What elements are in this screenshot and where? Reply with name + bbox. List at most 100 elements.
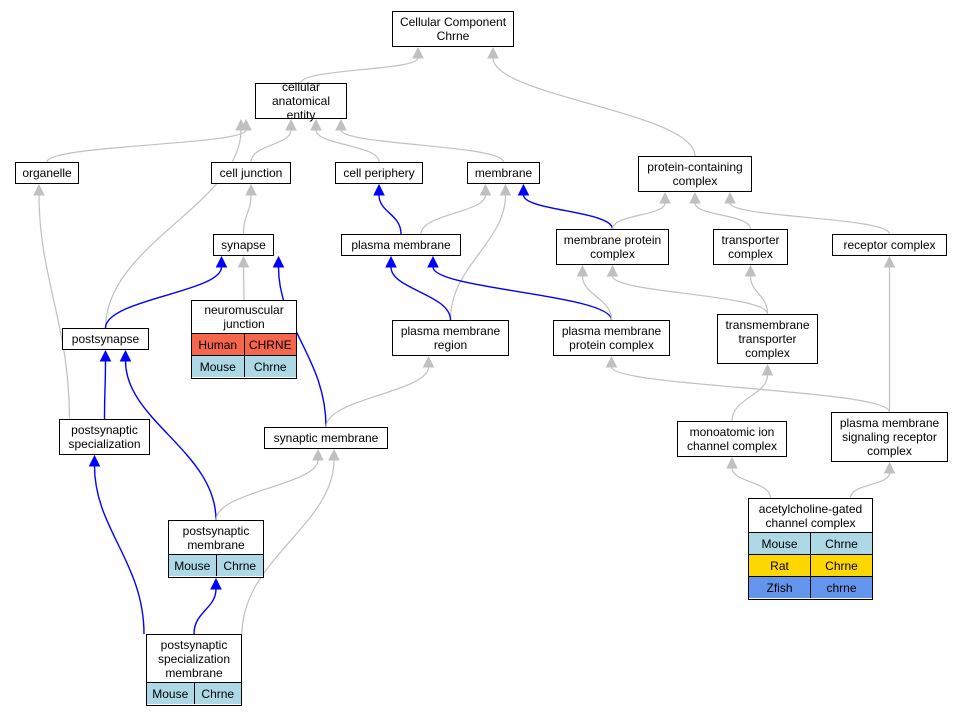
node-root[interactable]: Cellular Component Chrne: [392, 11, 514, 47]
node-pmr[interactable]: plasma membrane region: [392, 320, 509, 356]
node-label: neuromuscular junction: [204, 303, 284, 332]
ortholog-species: Rat: [770, 558, 789, 573]
node-cae[interactable]: cellular anatomical entity: [255, 79, 347, 122]
node-label: synaptic membrane: [273, 430, 379, 445]
edge-postsynapse-to-synapse: [104, 255, 228, 329]
edge-mic-to-ttc: [731, 363, 774, 422]
ortholog-gene: Chrne: [215, 555, 264, 577]
ortholog-gene: CHRNE: [243, 334, 297, 356]
edge-ps-membrane-to-syn-membrane: [215, 448, 324, 521]
node-label: membrane protein complex: [563, 232, 662, 261]
node-label: postsynaptic specialization membrane: [157, 637, 231, 680]
node-label: cell periphery: [343, 165, 415, 180]
ortholog-species: Human: [198, 337, 238, 352]
node-synapse[interactable]: synapse: [213, 234, 274, 256]
ortholog-species: Mouse: [199, 359, 236, 374]
node-label: membrane: [474, 165, 533, 180]
edge-pssm-to-syn-membrane: [241, 448, 340, 635]
edge-ttc-to-transporter-complex: [744, 264, 769, 315]
edge-synapse-to-cell-junction: [242, 183, 257, 235]
ortholog-gene: Chrne: [810, 555, 872, 577]
ortholog-row: Human CHRNE: [192, 333, 297, 356]
node-cell-junction[interactable]: cell junction: [211, 162, 291, 184]
edge-mpc-to-pcc: [611, 191, 671, 230]
node-label: cell junction: [219, 165, 283, 180]
node-membrane[interactable]: membrane: [467, 162, 540, 184]
node-label: synapse: [221, 237, 266, 252]
edge-receptor-complex-to-pcc: [724, 191, 891, 235]
node-label: plasma membrane protein complex: [561, 323, 662, 352]
node-plasma-membrane[interactable]: plasma membrane: [341, 234, 461, 256]
node-syn-membrane[interactable]: synaptic membrane: [264, 427, 388, 449]
edge-ps-membrane-to-postsynapse: [119, 349, 217, 521]
node-transporter-complex[interactable]: transporter complex: [713, 229, 788, 265]
node-label: receptor complex: [843, 237, 936, 252]
node-pmsrc[interactable]: plasma membrane signaling receptor compl…: [831, 412, 948, 462]
node-cell-periphery[interactable]: cell periphery: [335, 162, 423, 184]
ortholog-row: Mouse Chrne: [147, 682, 242, 705]
node-label: organelle: [22, 165, 72, 180]
ortholog-gene: Chrne: [810, 533, 872, 555]
ortholog-species: Zfish: [766, 580, 793, 595]
edge-ps-spec-to-postsynapse: [99, 349, 112, 420]
ortholog-species: Mouse: [761, 536, 798, 551]
edge-pmsrc-to-receptor-complex: [883, 255, 896, 413]
node-pmpc[interactable]: plasma membrane protein complex: [553, 320, 670, 356]
edge-cell-periphery-to-cae: [310, 118, 380, 163]
edge-mpc-to-membrane: [517, 183, 614, 230]
node-ps-spec[interactable]: postsynaptic specialization: [59, 419, 150, 455]
ortholog-species: Mouse: [174, 558, 211, 573]
ortholog-gene: Chrne: [193, 683, 242, 705]
node-label: acetylcholine-gated channel complex: [758, 501, 863, 530]
node-label: postsynaptic specialization: [68, 422, 141, 451]
edge-pmr-to-plasma-membrane: [385, 255, 452, 321]
edge-syn-membrane-to-pmr: [325, 355, 435, 428]
ortholog-row: Mouse Chrne: [749, 532, 872, 555]
node-label: plasma membrane: [351, 237, 451, 252]
ortholog-row: Zfish chrne: [749, 576, 872, 599]
node-label: plasma membrane signaling receptor compl…: [839, 415, 940, 458]
node-ttc[interactable]: transmembrane transporter complex: [717, 314, 818, 364]
edge-acgcc-to-mic: [726, 456, 772, 499]
node-label: plasma membrane region: [400, 323, 501, 352]
ortholog-gene: Chrne: [243, 356, 297, 378]
node-label: cellular anatomical entity: [271, 79, 331, 122]
node-postsynapse[interactable]: postsynapse: [62, 328, 149, 350]
edge-pcc-to-root: [487, 46, 696, 157]
node-organelle[interactable]: organelle: [15, 162, 79, 184]
edge-ttc-to-mpc: [606, 264, 769, 315]
edge-cell-junction-to-cae: [250, 118, 297, 163]
edge-pssm-to-ps-membrane: [193, 577, 222, 635]
edge-plasma-membrane-to-membrane: [420, 183, 492, 235]
edge-acgcc-to-pmsrc: [849, 461, 896, 499]
ortholog-species: Mouse: [152, 686, 189, 701]
edge-pmsrc-to-pmpc: [605, 355, 891, 413]
ortholog-row: Mouse Chrne: [169, 554, 264, 577]
node-label: protein-containing complex: [647, 159, 743, 188]
edge-transporter-complex-to-pcc: [689, 191, 752, 230]
edge-organelle-to-cae: [46, 118, 252, 163]
edge-membrane-to-cae: [335, 118, 505, 163]
edge-nmj-to-synapse: [237, 255, 250, 301]
node-label: monoatomic ion channel complex: [686, 424, 778, 453]
edge-plasma-membrane-to-cell-periphery: [373, 183, 402, 235]
node-mic[interactable]: monoatomic ion channel complex: [677, 421, 787, 457]
edge-pmpc-to-plasma-membrane: [427, 255, 613, 321]
node-label: transmembrane transporter complex: [725, 317, 810, 360]
ortholog-row: Mouse Chrne: [192, 355, 297, 378]
node-pcc[interactable]: protein-containing complex: [638, 156, 752, 192]
node-receptor-complex[interactable]: receptor complex: [832, 234, 947, 256]
edge-postsynapse-to-cae: [104, 118, 247, 329]
edge-pmpc-to-mpc: [576, 264, 613, 321]
edge-ps-spec-to-organelle: [33, 183, 71, 420]
node-mpc[interactable]: membrane protein complex: [556, 229, 669, 265]
node-label: postsynaptic membrane: [182, 523, 250, 552]
edge-pmr-to-membrane: [449, 183, 512, 321]
ortholog-gene: chrne: [810, 577, 872, 599]
node-label: transporter complex: [721, 232, 780, 261]
